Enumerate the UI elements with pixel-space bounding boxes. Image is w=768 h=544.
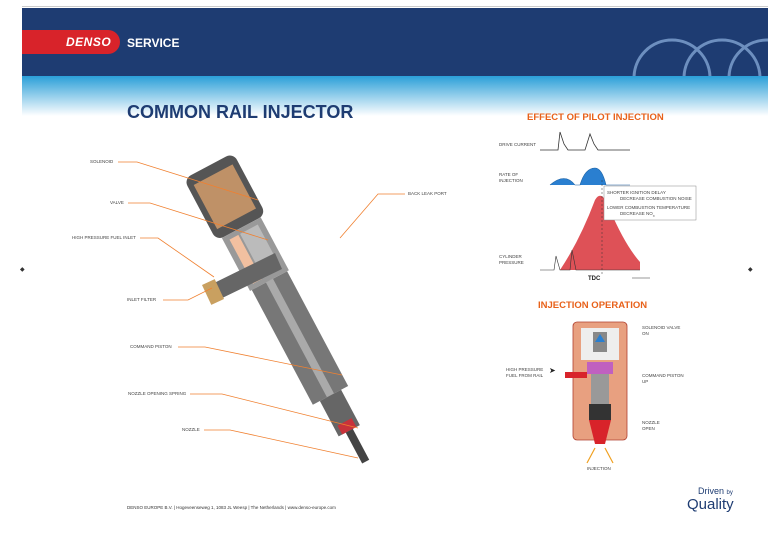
- registration-strip: [22, 0, 768, 7]
- nozzle-open-label-2: OPEN: [642, 426, 655, 431]
- injection-label: INJECTION: [587, 466, 611, 471]
- tdc-label: TDC: [588, 276, 601, 282]
- label-command-piston: COMMAND PISTON: [130, 344, 172, 349]
- label-back-leak-port: BACK LEAK PORT: [408, 191, 447, 196]
- section-label: SERVICE: [127, 36, 180, 50]
- operation-section-title: INJECTION OPERATION: [538, 300, 648, 311]
- note-decrease-nox: DECREASE NOX: [620, 211, 655, 218]
- note-decrease-nox-text: DECREASE NO: [620, 211, 653, 216]
- command-piston-label-2: UP: [642, 379, 649, 384]
- label-solenoid: SOLENOID: [90, 159, 114, 164]
- footer-address: DENSO EUROPE B.V. | Hogeveenseweg 1, 108…: [127, 505, 336, 510]
- note-shorter-ignition: SHORTER IGNITION DELAY: [607, 190, 666, 195]
- hp-fuel-label-2: FUEL FROM RAIL: [506, 373, 544, 378]
- logo-text: DENSO: [66, 35, 112, 49]
- rings-decoration: [632, 38, 768, 76]
- header-bar: [22, 8, 768, 76]
- label-nozzle-spring: NOZZLE OPENING SPRING: [128, 391, 187, 396]
- solenoid-valve-label-2: ON: [642, 331, 649, 336]
- label-inlet-filter: INLET FILTER: [127, 297, 157, 302]
- label-nozzle: NOZZLE: [182, 427, 200, 432]
- cylinder-pressure-label-2: PRESSURE: [499, 260, 524, 265]
- nozzle-open-label-1: NOZZLE: [642, 420, 660, 425]
- note-decrease-noise: DECREASE COMBUSTION NOISE: [620, 196, 692, 201]
- rate-of-injection-label-2: INJECTION: [499, 178, 523, 183]
- denso-logo: [22, 30, 120, 54]
- tagline-by: by: [726, 490, 733, 496]
- tagline-quality: Quality: [687, 496, 734, 513]
- solenoid-valve-label-1: SOLENOID VALVE: [642, 325, 681, 330]
- rate-of-injection-label-1: RATE OF: [499, 172, 519, 177]
- label-high-pressure-inlet: HIGH PRESSURE FUEL INLET: [72, 235, 136, 240]
- pilot-section-title: EFFECT OF PILOT INJECTION: [527, 112, 664, 123]
- hp-fuel-label-1: HIGH PRESSURE: [506, 367, 544, 372]
- pilot-injection-diagram: [540, 131, 697, 279]
- crop-mark-left: ◆: [20, 267, 25, 273]
- injection-operation-diagram: [565, 321, 628, 464]
- arrow-right-icon: ➤: [549, 366, 556, 375]
- cylinder-pressure-label-1: CYLINDER: [499, 254, 522, 259]
- crop-mark-right: ◆: [748, 267, 753, 273]
- gradient-band: [22, 76, 768, 116]
- label-valve: VALVE: [110, 200, 124, 205]
- note-lower-temperature: LOWER COMBUSTION TEMPERATURE: [607, 205, 691, 210]
- tagline-driven-text: Driven: [698, 486, 725, 496]
- tagline-driven: Driven by: [698, 486, 733, 496]
- page-title: COMMON RAIL INJECTOR: [127, 102, 354, 122]
- command-piston-label-1: COMMAND PISTON: [642, 373, 684, 378]
- drive-current-label: DRIVE CURRENT: [499, 142, 537, 147]
